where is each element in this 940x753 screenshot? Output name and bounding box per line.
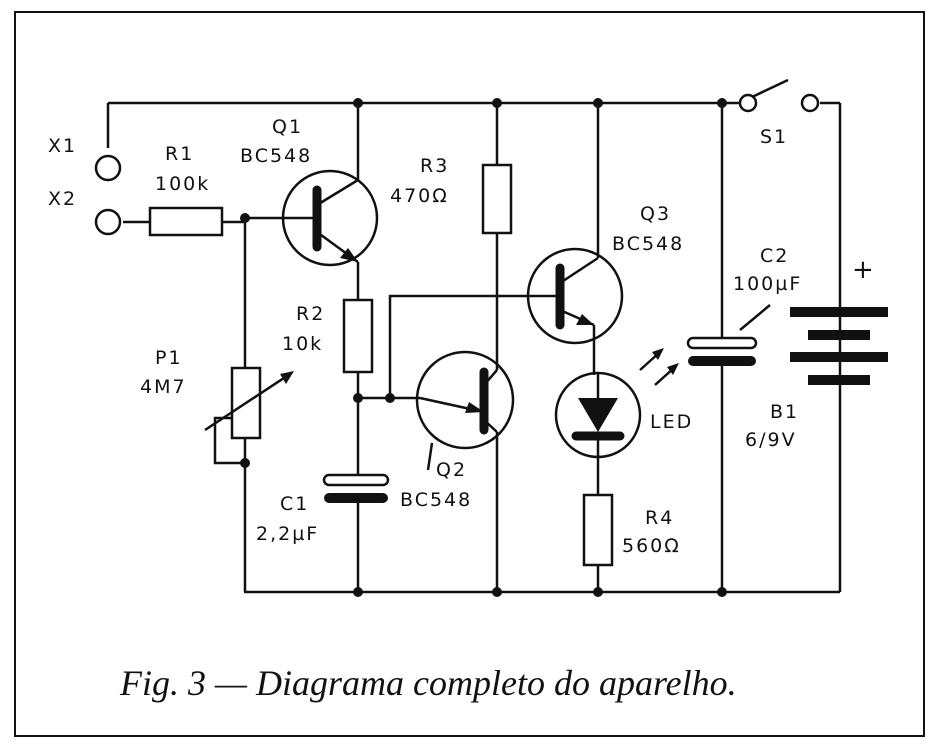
junction-dot: [492, 98, 502, 108]
label-r3-name: R3: [420, 155, 449, 177]
diagram-frame: [14, 11, 925, 737]
label-p1-value: 4M7: [140, 376, 187, 398]
terminal-x2: [94, 208, 122, 236]
junction-dot: [240, 458, 250, 468]
led-diode: [554, 348, 679, 459]
capacitor-c1: [322, 473, 390, 503]
label-r2-value: 10k: [282, 333, 323, 355]
label-q3-name: Q3: [640, 203, 671, 225]
label-c1-name: C1: [280, 493, 309, 515]
label-q1-name: Q1: [272, 116, 303, 138]
junction-dot: [240, 213, 250, 223]
label-led: LED: [650, 411, 693, 433]
labels: X1 X2 R1 100k Q1 BC548 R3 470Ω Q3 BC548 …: [48, 116, 876, 557]
capacitor-c2: [686, 304, 771, 366]
resistor-r2: [342, 298, 374, 374]
label-x1: X1: [48, 135, 77, 157]
transistor-q3: [526, 247, 624, 345]
label-q1-type: BC548: [240, 145, 312, 167]
wires: [106, 101, 842, 594]
battery-b1: [790, 307, 888, 385]
junction-dot: [717, 98, 727, 108]
label-q3-type: BC548: [612, 233, 684, 255]
label-p1-name: P1: [155, 347, 183, 369]
junction-dot: [353, 393, 363, 403]
potentiometer-p1: [204, 366, 294, 440]
junction-dot: [717, 587, 727, 597]
label-r3-value: 470Ω: [390, 185, 449, 207]
label-r4-value: 560Ω: [622, 535, 681, 557]
label-x2: X2: [48, 188, 77, 210]
label-q2-name: Q2: [436, 459, 467, 481]
junction-dot: [492, 587, 502, 597]
figure-caption: Fig. 3 — Diagrama completo do aparelho.: [119, 663, 737, 703]
label-r1-value: 100k: [155, 173, 210, 195]
label-r1-name: R1: [165, 143, 194, 165]
label-b1-value: 6/9V: [745, 429, 797, 451]
transistor-q1: [281, 169, 379, 267]
label-r4-name: R4: [645, 507, 674, 529]
label-s1: S1: [760, 126, 788, 148]
resistor-r3: [481, 163, 513, 235]
terminal-x1: [94, 154, 122, 182]
junction-dot: [593, 587, 603, 597]
junction-dot: [593, 98, 603, 108]
label-b1-plus: +: [852, 255, 876, 285]
junction-dot: [353, 587, 363, 597]
resistor-r1: [148, 206, 224, 237]
label-c2-name: C2: [760, 245, 789, 267]
label-q2-type: BC548: [400, 489, 472, 511]
label-b1-name: B1: [770, 401, 799, 423]
resistor-r4: [582, 493, 614, 567]
label-r2-name: R2: [296, 303, 325, 325]
switch-s1: [735, 78, 820, 113]
junction-dot: [353, 98, 363, 108]
label-c2-value: 100µF: [733, 273, 802, 295]
transistor-q2: [415, 350, 515, 471]
junction-dot: [385, 393, 395, 403]
label-c1-value: 2,2µF: [256, 523, 319, 545]
junctions: [240, 98, 727, 597]
